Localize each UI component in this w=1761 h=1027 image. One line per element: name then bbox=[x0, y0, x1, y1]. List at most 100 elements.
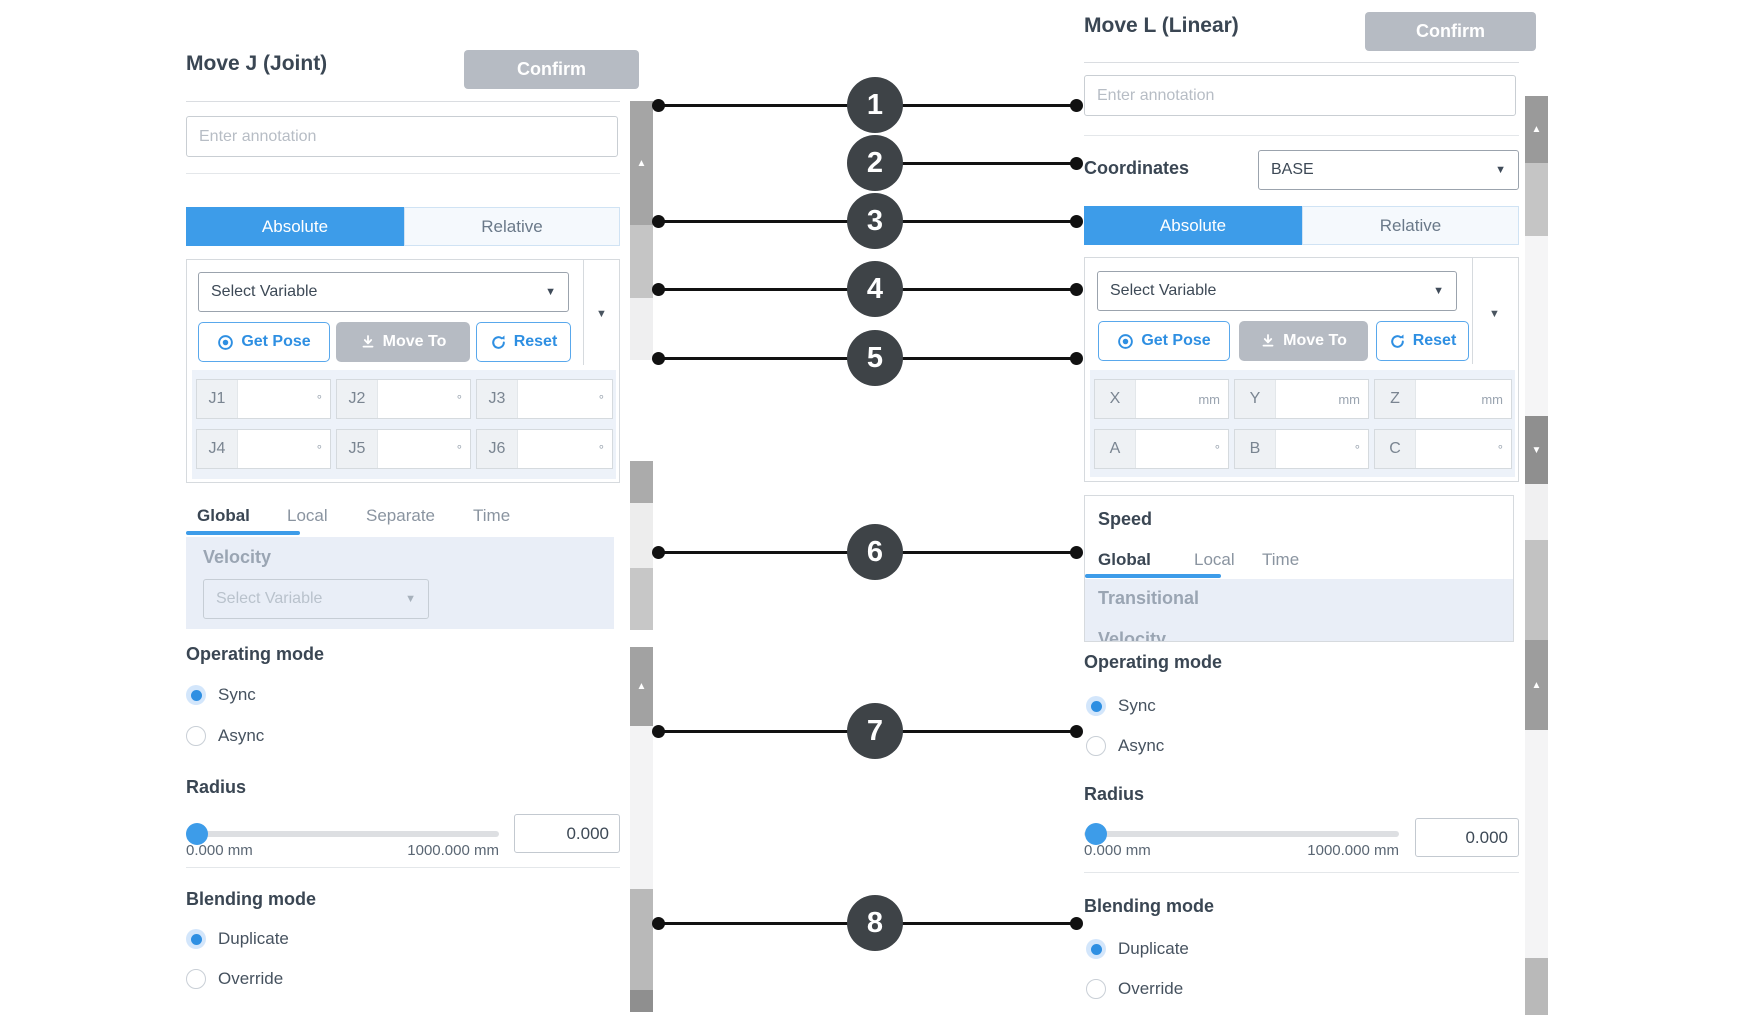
radio-sync[interactable] bbox=[186, 685, 206, 705]
reset-icon bbox=[490, 334, 507, 351]
speed-tab-local[interactable]: Local bbox=[1194, 550, 1235, 569]
callout-line-right bbox=[875, 215, 1083, 228]
divider bbox=[186, 101, 620, 102]
velocity-label-clipped: Velocity bbox=[1098, 629, 1167, 642]
async-option[interactable]: Async bbox=[186, 726, 264, 746]
async-option[interactable]: Async bbox=[1086, 736, 1164, 756]
annotation-input[interactable] bbox=[1084, 75, 1516, 116]
target-icon bbox=[1117, 333, 1134, 350]
confirm-button[interactable]: Confirm bbox=[1365, 12, 1536, 51]
divider bbox=[186, 867, 620, 868]
c-field[interactable]: C ° bbox=[1374, 429, 1512, 469]
radius-slider-track[interactable] bbox=[186, 831, 499, 837]
duplicate-option[interactable]: Duplicate bbox=[186, 929, 289, 949]
speed-tab-global[interactable]: Global bbox=[1098, 550, 1151, 569]
radio-override[interactable] bbox=[1086, 979, 1106, 999]
j2-field[interactable]: J2 ° bbox=[336, 379, 471, 419]
velocity-select[interactable]: Select Variable ▼ bbox=[203, 579, 429, 619]
move-to-button[interactable]: Move To bbox=[1239, 321, 1368, 361]
b-field[interactable]: B ° bbox=[1234, 429, 1369, 469]
z-field[interactable]: Z mm bbox=[1374, 379, 1512, 419]
confirm-button[interactable]: Confirm bbox=[464, 50, 639, 89]
radius-slider-track[interactable] bbox=[1084, 831, 1399, 837]
get-pose-button[interactable]: Get Pose bbox=[198, 322, 330, 362]
divider bbox=[1084, 62, 1519, 63]
j3-field[interactable]: J3 ° bbox=[476, 379, 613, 419]
radio-async[interactable] bbox=[186, 726, 206, 746]
get-pose-button[interactable]: Get Pose bbox=[1098, 321, 1230, 361]
tab-relative[interactable]: Relative bbox=[1302, 206, 1519, 245]
tab-relative[interactable]: Relative bbox=[404, 207, 620, 246]
velocity-label: Velocity bbox=[203, 547, 272, 567]
radio-sync[interactable] bbox=[1086, 696, 1106, 716]
variable-select[interactable]: Select Variable ▼ bbox=[198, 272, 569, 312]
j1-field[interactable]: J1 ° bbox=[196, 379, 331, 419]
duplicate-option[interactable]: Duplicate bbox=[1086, 939, 1189, 959]
speed-group: Speed Global Local Time Transitional Vel… bbox=[1084, 495, 1514, 642]
sync-option[interactable]: Sync bbox=[186, 685, 256, 705]
radius-min: 0.000 mm bbox=[1084, 842, 1151, 859]
speed-label: Speed bbox=[1098, 509, 1153, 529]
download-icon bbox=[360, 334, 376, 350]
x-field[interactable]: X mm bbox=[1094, 379, 1229, 419]
tab-absolute[interactable]: Absolute bbox=[1084, 206, 1302, 245]
pose-group: Select Variable ▼ ▼ Get Pose Move To Res… bbox=[186, 259, 620, 483]
callout-line-left bbox=[652, 283, 875, 296]
radio-async[interactable] bbox=[1086, 736, 1106, 756]
callout-number-3: 3 bbox=[847, 193, 903, 249]
radius-slider-knob[interactable] bbox=[1085, 823, 1107, 845]
tab-absolute[interactable]: Absolute bbox=[186, 207, 404, 246]
variable-select[interactable]: Select Variable ▼ bbox=[1097, 271, 1457, 311]
reset-button[interactable]: Reset bbox=[476, 322, 571, 362]
pose-group: Select Variable ▼ ▼ Get Pose Move To Res… bbox=[1084, 257, 1519, 482]
callout-line-right bbox=[875, 725, 1083, 738]
j5-field[interactable]: J5 ° bbox=[336, 429, 471, 469]
divider bbox=[583, 260, 584, 365]
callout-number-4: 4 bbox=[847, 261, 903, 317]
reset-button[interactable]: Reset bbox=[1376, 321, 1469, 361]
override-option[interactable]: Override bbox=[1086, 979, 1183, 999]
blending-mode-label: Blending mode bbox=[186, 889, 316, 909]
chevron-down-icon: ▼ bbox=[1495, 164, 1506, 176]
speed-tab-local[interactable]: Local bbox=[287, 506, 328, 525]
override-option[interactable]: Override bbox=[186, 969, 283, 989]
j4-field[interactable]: J4 ° bbox=[196, 429, 331, 469]
radius-min: 0.000 mm bbox=[186, 842, 253, 859]
j6-field[interactable]: J6 ° bbox=[476, 429, 613, 469]
speed-tab-global[interactable]: Global bbox=[197, 506, 250, 525]
speed-tab-time[interactable]: Time bbox=[473, 506, 511, 525]
page-title: Move J (Joint) bbox=[186, 52, 328, 75]
radius-max: 1000.000 mm bbox=[407, 842, 499, 859]
radius-value-input[interactable]: 0.000 bbox=[1415, 818, 1519, 857]
y-field[interactable]: Y mm bbox=[1234, 379, 1369, 419]
transitional-label: Transitional bbox=[1098, 588, 1200, 608]
speed-tab-time[interactable]: Time bbox=[1262, 550, 1300, 569]
scroll-up-icon[interactable]: ▲ bbox=[1531, 679, 1542, 691]
radius-slider-knob[interactable] bbox=[186, 823, 208, 845]
radio-duplicate[interactable] bbox=[186, 929, 206, 949]
radio-override[interactable] bbox=[186, 969, 206, 989]
scroll-down-icon[interactable]: ▼ bbox=[1531, 444, 1542, 456]
radius-label: Radius bbox=[186, 777, 247, 797]
annotation-input[interactable] bbox=[186, 116, 618, 157]
operating-mode-label: Operating mode bbox=[186, 644, 325, 664]
callout-line-right bbox=[875, 546, 1083, 559]
collapse-caret-icon[interactable]: ▼ bbox=[596, 308, 607, 320]
scroll-up-icon[interactable]: ▲ bbox=[1531, 124, 1542, 135]
scroll-up-icon[interactable]: ▲ bbox=[636, 681, 647, 692]
callout-line-left bbox=[652, 546, 875, 559]
coordinates-select[interactable]: BASE ▼ bbox=[1258, 150, 1519, 190]
move-to-button[interactable]: Move To bbox=[336, 322, 470, 362]
divider bbox=[1472, 258, 1473, 364]
collapse-caret-icon[interactable]: ▼ bbox=[1489, 308, 1500, 320]
move-j-panel: Move J (Joint) Confirm Absolute Relative… bbox=[186, 0, 639, 1027]
callout-line-right bbox=[875, 352, 1083, 365]
speed-tab-separate[interactable]: Separate bbox=[366, 506, 435, 525]
variable-select-value: Select Variable bbox=[1110, 282, 1217, 299]
a-field[interactable]: A ° bbox=[1094, 429, 1229, 469]
sync-option[interactable]: Sync bbox=[1086, 696, 1156, 716]
radius-value-input[interactable]: 0.000 bbox=[514, 814, 620, 853]
callout-number-8: 8 bbox=[847, 895, 903, 951]
radio-duplicate[interactable] bbox=[1086, 939, 1106, 959]
scroll-up-icon[interactable]: ▲ bbox=[636, 157, 647, 169]
